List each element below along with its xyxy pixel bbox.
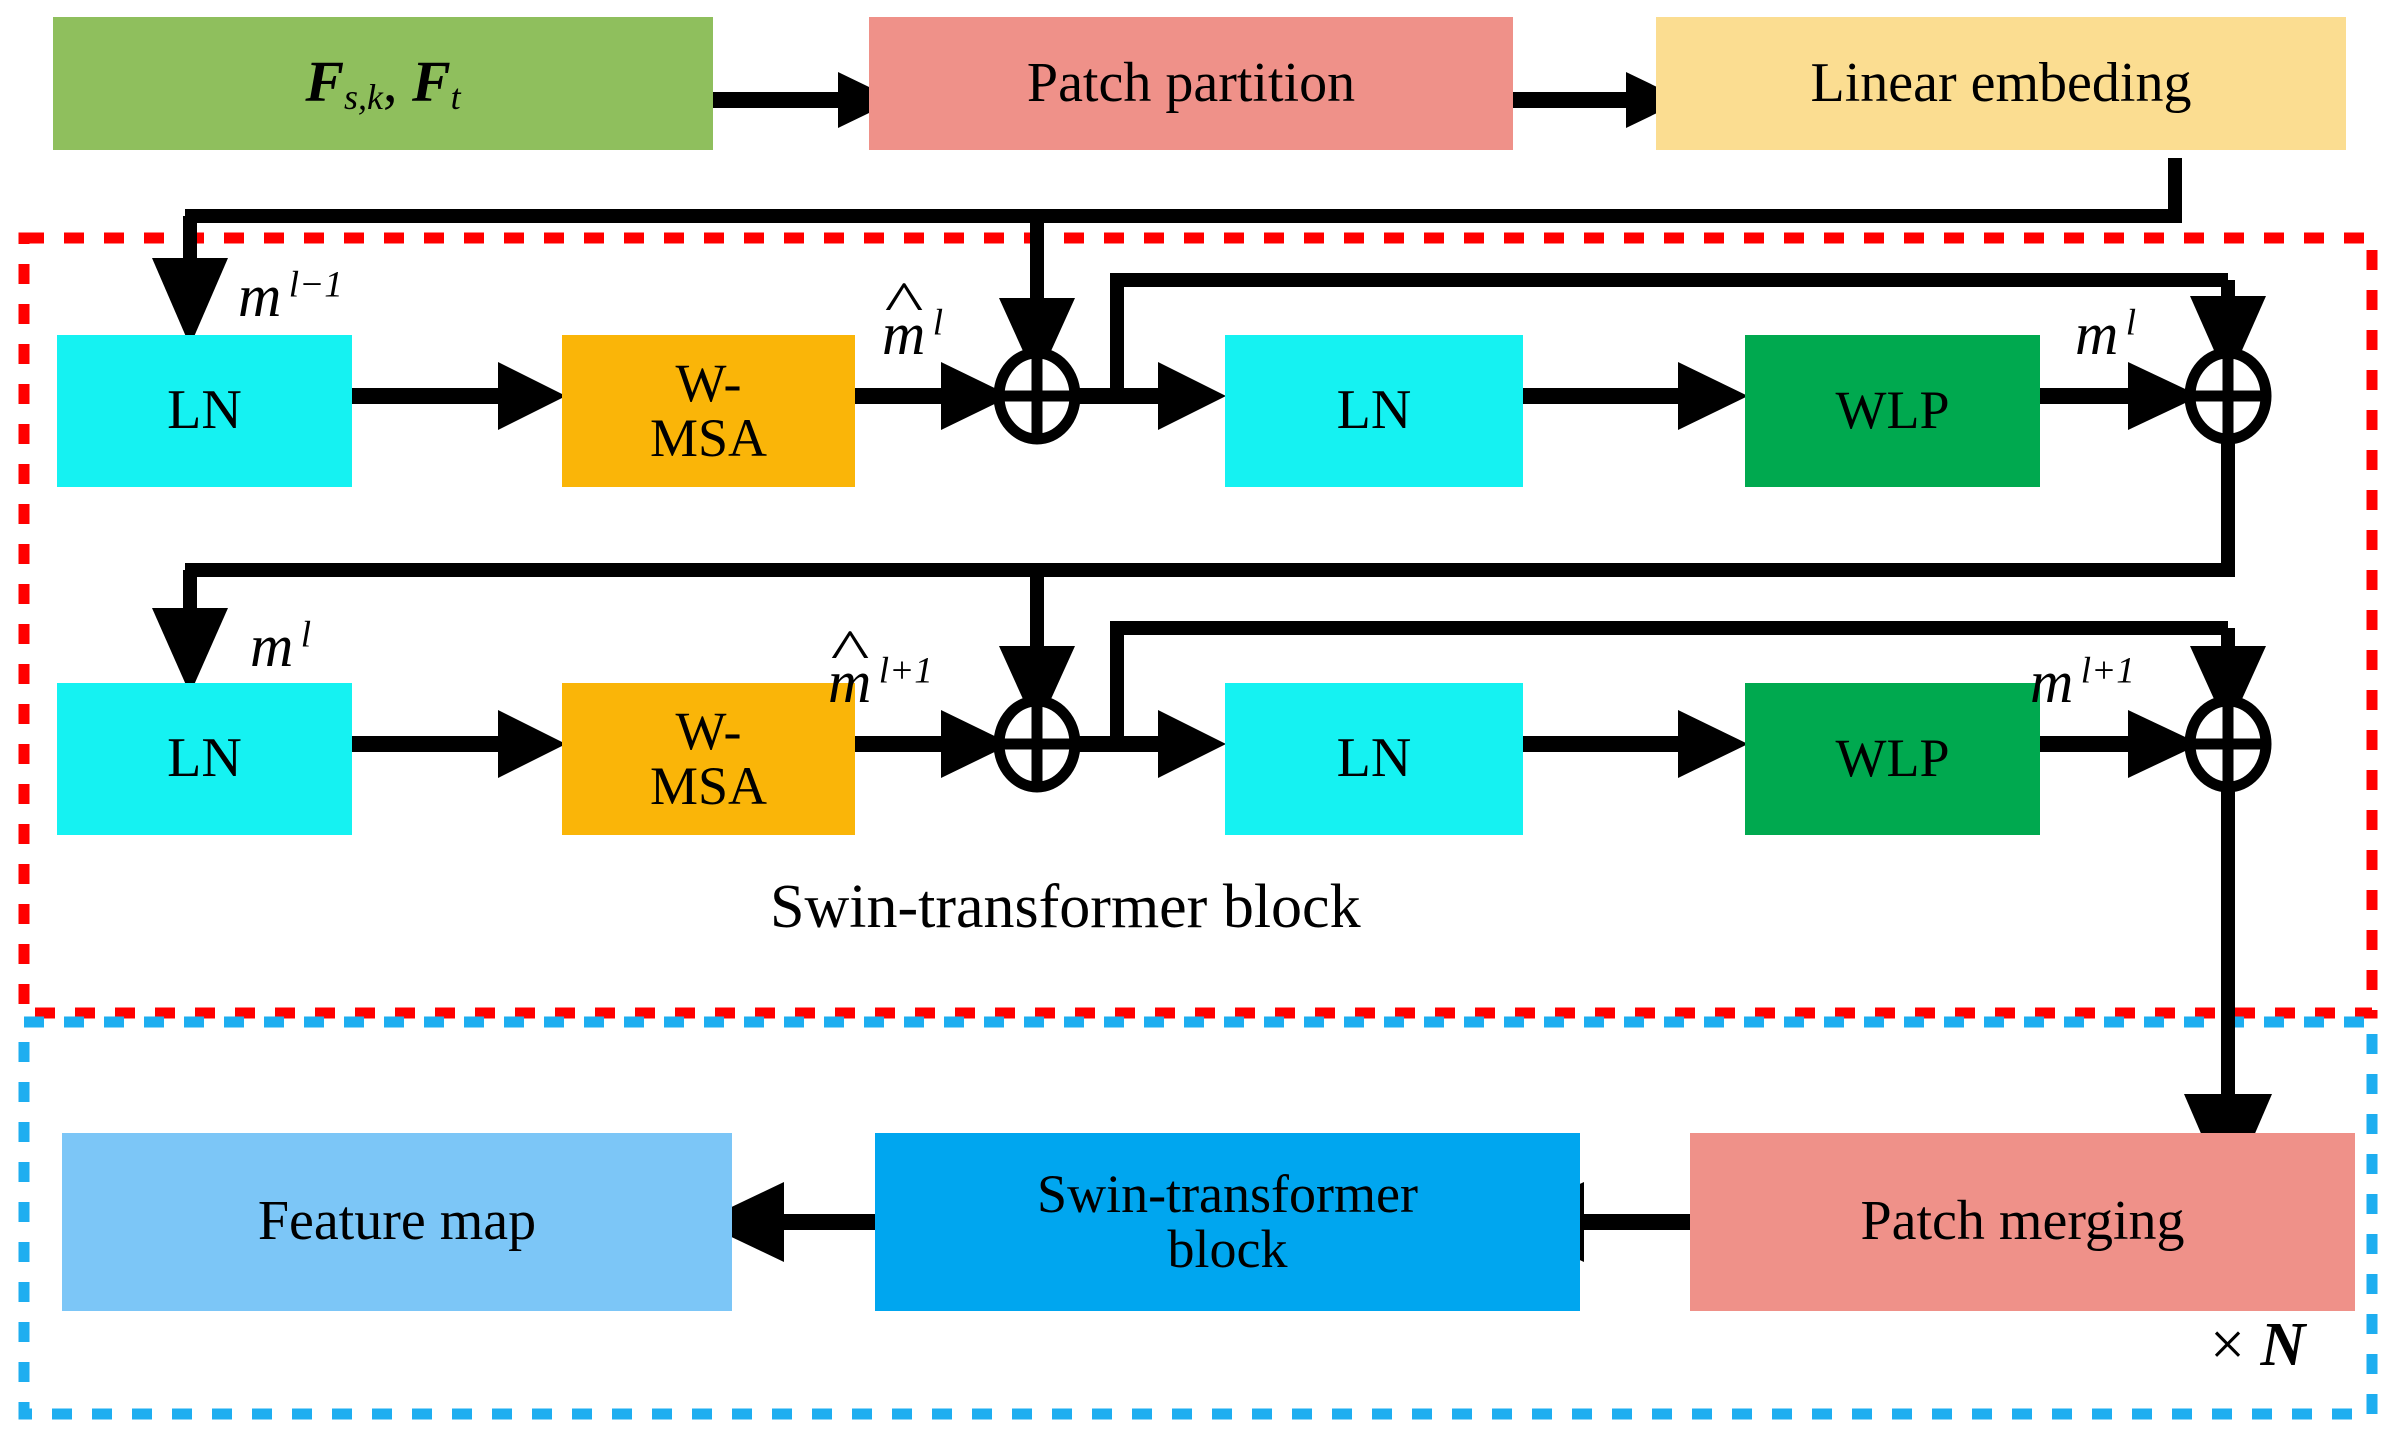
arrow-swinblock-to-featuremap [700,1182,875,1262]
swin-block-label-line1: Swin-transformer [1037,1163,1418,1224]
wlp-box-1[interactable]: WLP [1745,335,2040,487]
arrow-wmsa1-to-plus1 [855,362,1011,430]
arrow-ln2-to-wlp1 [1523,362,1748,430]
bus-embedding-to-block1 [152,158,2182,382]
swin-block-caption: Swin-transformer block [770,873,1361,941]
label-m-l-plus-1-out: m l+1 [2030,649,2135,715]
ln-box-4[interactable]: LN [1225,683,1523,835]
skip-connection-row1 [1110,273,2266,396]
repeat-n-label: × N [2210,1311,2306,1379]
swin-block-dashed-border [18,232,2378,1019]
arrow-ln4-to-wlp2 [1523,710,1748,778]
patch-merging-box[interactable]: Patch merging [1690,1133,2355,1311]
patch-merging-label: Patch merging [1860,1190,2185,1253]
wmsa-label-1-line2: MSA [649,408,768,468]
wmsa-label-1-line1: W- [675,352,742,413]
plus-symbol-3 [993,695,1081,793]
wlp-box-2[interactable]: WLP [1745,683,2040,835]
label-m-l-row2: m l [250,613,312,679]
swin-transformer-block-box[interactable]: Swin-transformer block [875,1133,1580,1311]
patch-partition-box[interactable]: Patch partition [869,17,1513,150]
bus-block1-to-block2 [152,439,2235,730]
wmsa-box-1[interactable]: W- MSA [562,335,855,487]
wmsa-label-2-line1: W- [675,700,742,761]
label-m-hat-l: m^ l [882,270,944,367]
skip-connection-row2 [1110,621,2266,744]
ln-box-3[interactable]: LN [57,683,352,835]
ln-box-1[interactable]: LN [57,335,352,487]
arrow-plus3-to-ln4 [1075,710,1226,778]
ln-box-2[interactable]: LN [1225,335,1523,487]
plus-symbol-4 [2184,695,2272,793]
plus-symbol-2 [2184,347,2272,445]
wmsa-box-2[interactable]: W- MSA [562,683,855,835]
arrow-patch-to-embedding [1513,72,1684,128]
arrow-plus1-to-ln2 [1075,362,1226,430]
ln-label-3: LN [167,727,242,790]
arrow-wlp1-to-plus2 [2040,362,2200,430]
input-feature-label: Fs,k, Ft [305,48,461,117]
ln-label-1: LN [167,379,242,442]
linear-embedding-box[interactable]: Linear embeding [1656,17,2346,150]
label-m-l-minus-1: m l−1 [238,263,343,329]
ln-label-4: LN [1336,727,1412,790]
label-m-hat-l-plus-1: m^ l+1 [828,618,933,715]
feature-map-label: Feature map [257,1190,537,1253]
arrow-wlp2-to-plus4 [2040,710,2200,778]
stage-repeat-dashed-border [18,1016,2378,1420]
patch-partition-label: Patch partition [1026,51,1356,114]
wlp-label-1: WLP [1835,380,1950,441]
label-m-l-out: m l [2075,301,2137,367]
wmsa-label-2-line2: MSA [649,756,768,816]
linear-embedding-label: Linear embeding [1810,51,2192,114]
input-feature-box[interactable]: Fs,k, Ft [53,17,713,150]
arrow-ln1-to-wmsa1 [352,362,566,430]
feature-map-box[interactable]: Feature map [62,1133,732,1311]
ln-label-2: LN [1336,379,1412,442]
arrow-wmsa2-to-plus3 [855,710,1011,778]
arrow-ln3-to-wmsa2 [352,710,566,778]
wlp-label-2: WLP [1835,728,1950,789]
swin-block-label-line2: block [1167,1219,1288,1279]
plus-symbol-1 [993,347,1081,445]
arrow-input-to-patch [712,72,896,128]
